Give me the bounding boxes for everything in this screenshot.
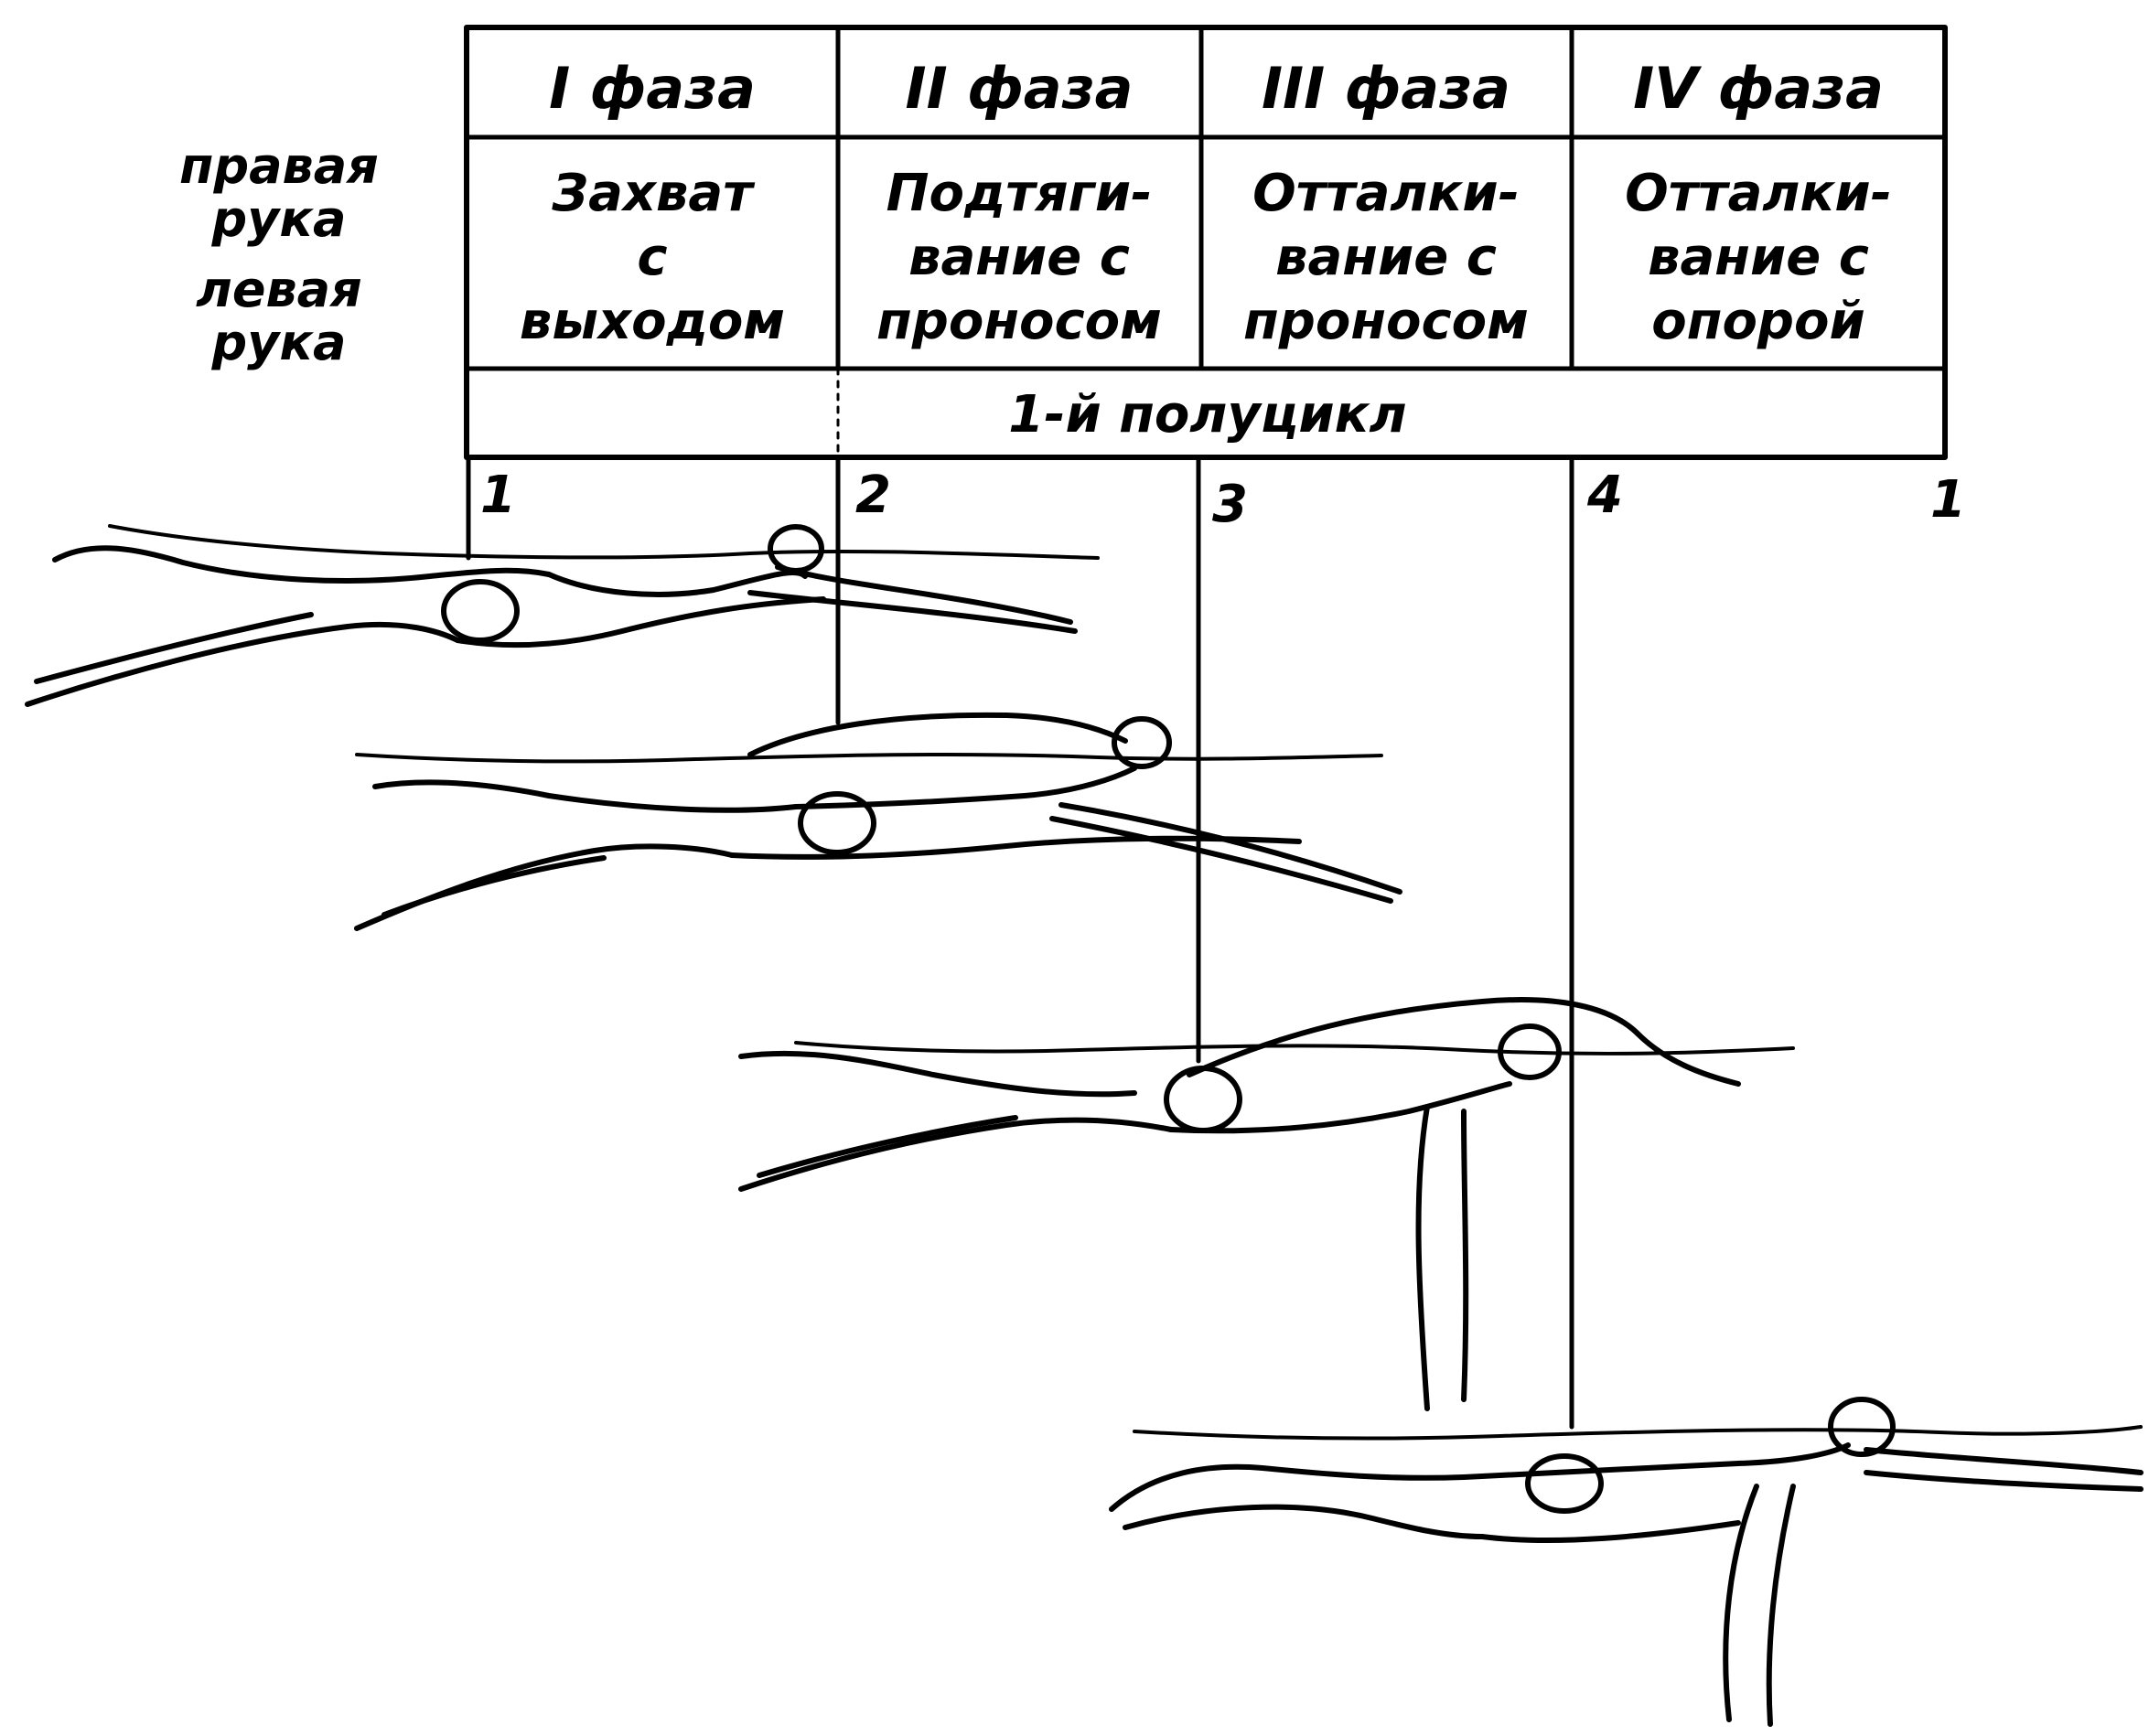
side-label: правая рука левая рука — [179, 137, 379, 371]
phase-3-desc-3: проносом — [1243, 292, 1529, 351]
phase-1-desc-1: Захват — [551, 164, 756, 223]
phase-2-desc-2: вание с — [908, 228, 1130, 287]
marker-4: 4 — [1586, 466, 1623, 525]
swimmer-3-drawing — [741, 1000, 1793, 1409]
side-label-line-4: рука — [211, 314, 347, 371]
swimmer-2-drawing — [357, 715, 1400, 928]
phase-3-desc-2: вание с — [1275, 228, 1497, 287]
swimmer-4-drawing — [1112, 1399, 2141, 1724]
phase-3-desc-1: Отталки- — [1252, 164, 1520, 223]
marker-3: 3 — [1212, 475, 1248, 534]
phase-2-desc-1: Подтяги- — [886, 164, 1153, 223]
phase-descriptions: Захват с выходом Подтяги- вание с пронос… — [520, 164, 1892, 351]
side-label-line-3: левая — [196, 261, 361, 318]
phase-4-desc-2: вание с — [1648, 228, 1869, 287]
phase-4-desc-3: опорой — [1651, 292, 1864, 351]
phase-4-desc-1: Отталки- — [1625, 164, 1892, 223]
half-cycle-label: 1-й полуцикл — [1008, 385, 1406, 445]
phase-3-header: III фаза — [1262, 55, 1510, 122]
phase-2-desc-3: проносом — [876, 292, 1162, 351]
marker-1: 1 — [480, 466, 516, 525]
marker-1-end: 1 — [1930, 470, 1966, 530]
phase-2-header: II фаза — [906, 55, 1134, 122]
phase-1-desc-3: выходом — [520, 292, 785, 351]
side-label-line-1: правая — [179, 137, 379, 195]
phase-4-header: IV фаза — [1633, 55, 1884, 122]
phase-headers: I фаза II фаза III фаза IV фаза — [549, 55, 1884, 122]
phase-lines — [468, 457, 1572, 1427]
swimmer-1-drawing — [27, 526, 1098, 704]
phase-1-desc-2: с — [637, 228, 667, 287]
marker-2: 2 — [855, 466, 891, 525]
position-markers: 1 2 3 4 1 — [480, 466, 1966, 534]
phase-1-header: I фаза — [549, 55, 756, 122]
side-label-line-2: рука — [211, 190, 347, 248]
